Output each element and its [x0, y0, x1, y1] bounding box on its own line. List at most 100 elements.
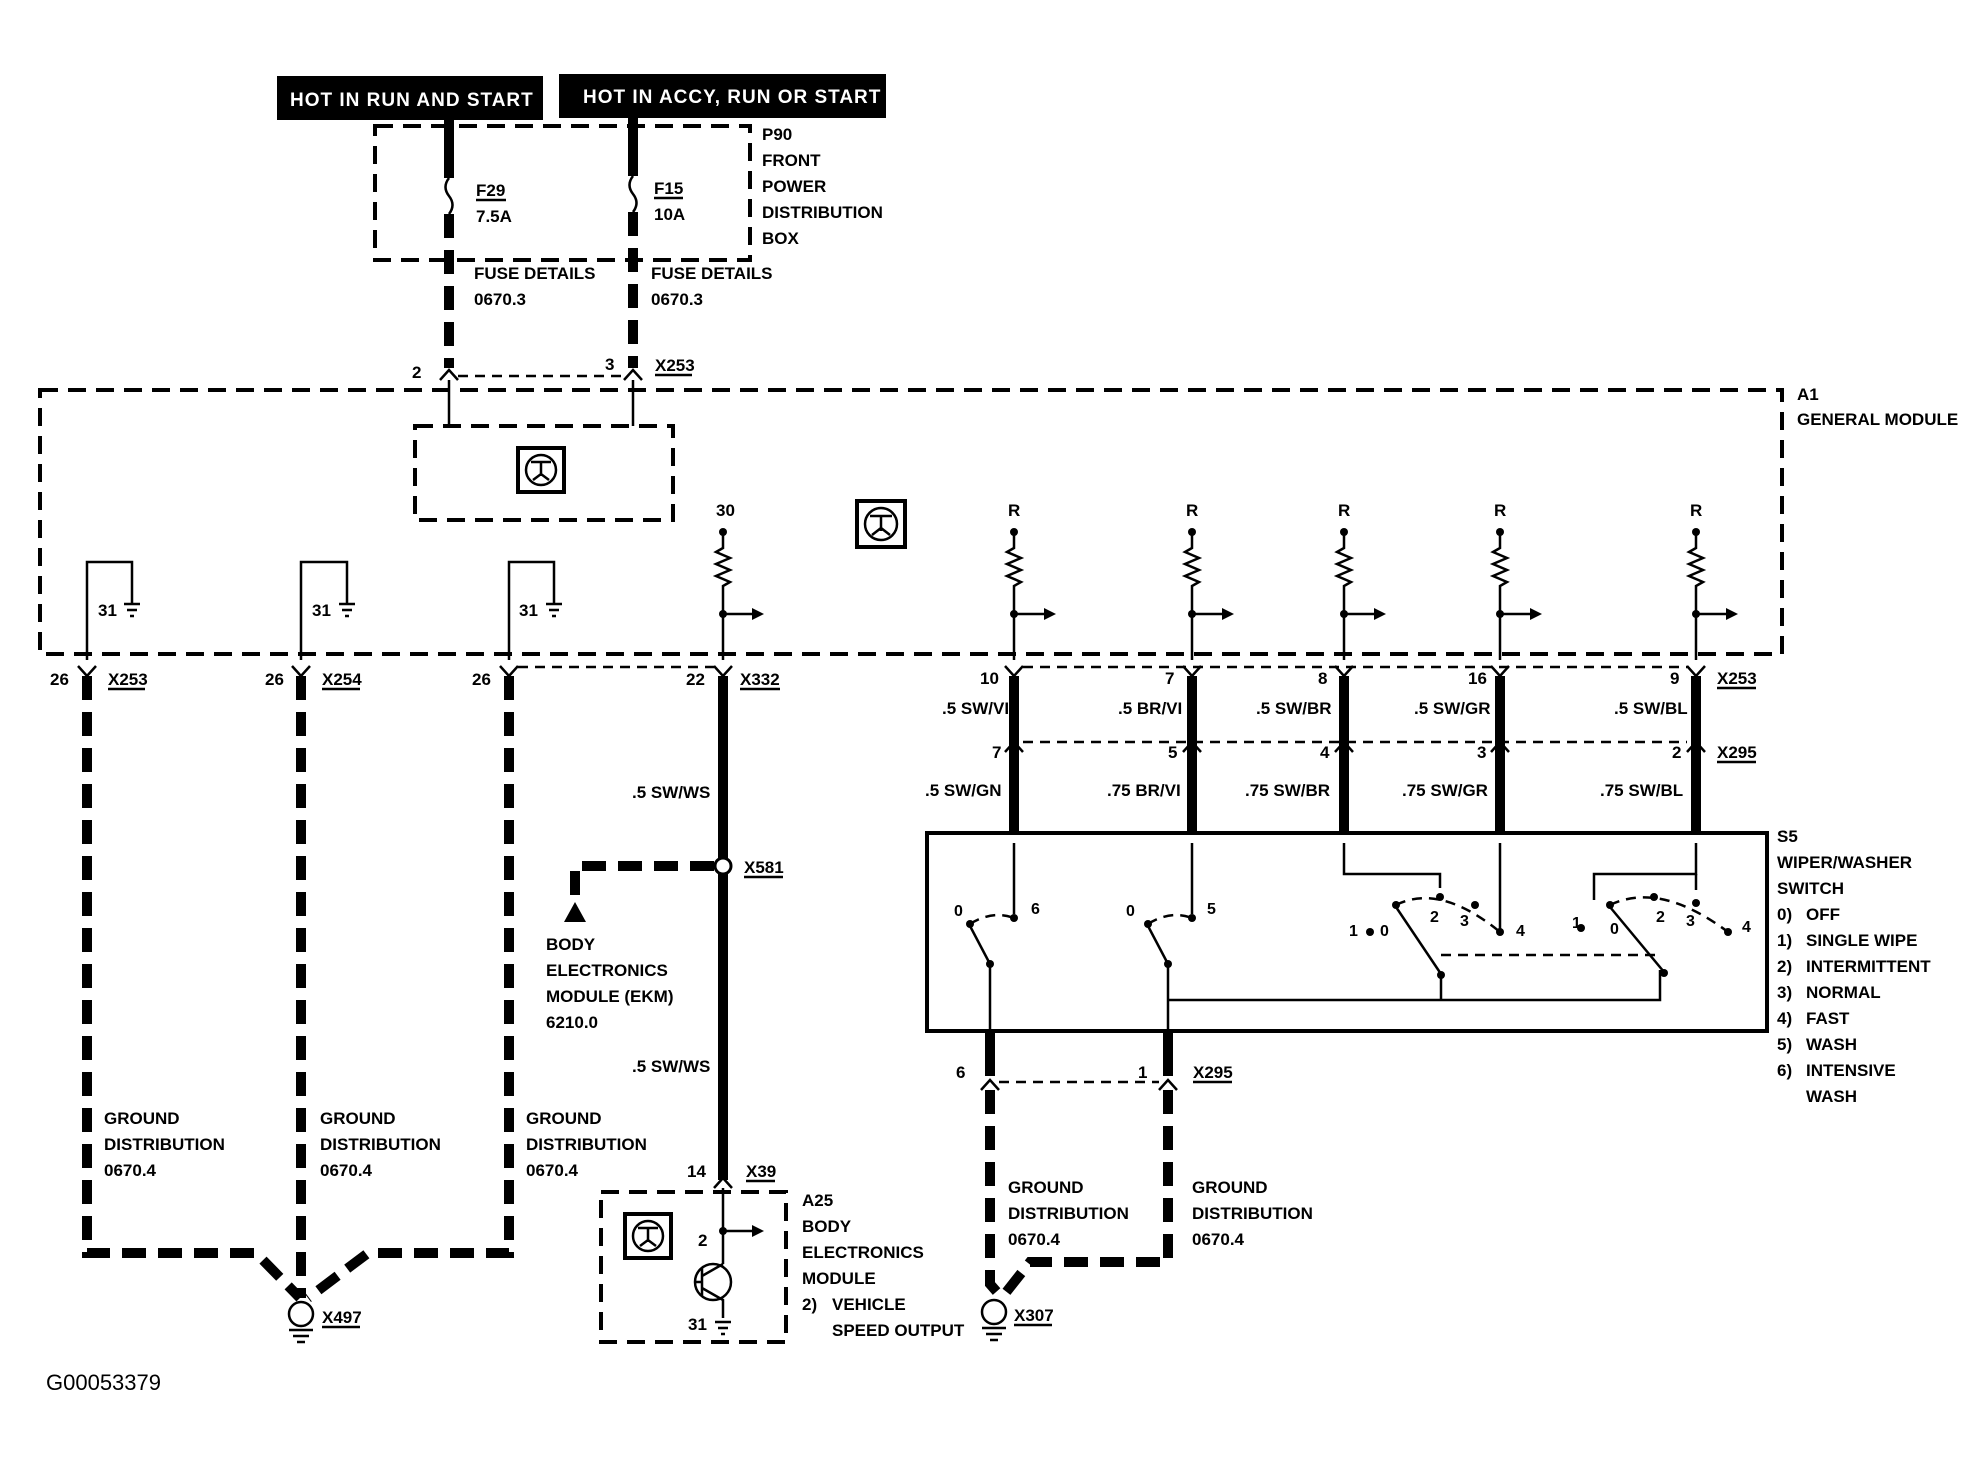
a25-id: A25	[802, 1191, 833, 1210]
pin-3b: 3	[1477, 743, 1486, 762]
f29-fuse-icon	[444, 177, 454, 215]
x39-label: X39	[746, 1162, 776, 1181]
legend-2-num: 2)	[1777, 957, 1792, 976]
ground-5-l2: DISTRIBUTION	[1192, 1204, 1313, 1223]
ground-1-l2: DISTRIBUTION	[104, 1135, 225, 1154]
legend-3-text: NORMAL	[1806, 983, 1881, 1002]
transistor-icon-1-circle	[524, 453, 558, 487]
a25-l3: MODULE	[802, 1269, 876, 1288]
ground-wire-5	[996, 1090, 1173, 1304]
pin-7b: 7	[992, 743, 1001, 762]
wire-sw-gr: .5 SW/GR	[1414, 699, 1491, 718]
wire-sw-bl75: .75 SW/BL	[1600, 781, 1683, 800]
wire-sw-gr75: .75 SW/GR	[1402, 781, 1488, 800]
wire-sw-gn: .5 SW/GN	[925, 781, 1002, 800]
npn-transistor-symbol	[694, 1262, 725, 1318]
legend-2-text: INTERMITTENT	[1806, 957, 1931, 976]
ground-2-l1: GROUND	[320, 1109, 396, 1128]
s5-d-1: 1	[1572, 915, 1581, 932]
a25-box	[599, 1190, 788, 1344]
ground-4-l2: DISTRIBUTION	[1008, 1204, 1129, 1223]
ekm-l3: MODULE (EKM)	[546, 987, 673, 1006]
s5-c-3: 3	[1460, 913, 1469, 930]
pin-26-a: 26	[50, 670, 69, 689]
legend-5-num: 5)	[1777, 1035, 1792, 1054]
pin-5: 5	[1168, 743, 1177, 762]
transistor-icon-2-circle	[863, 506, 899, 542]
a25-l4: VEHICLE	[832, 1295, 906, 1314]
pin-22: 22	[686, 670, 705, 689]
pin-26-c: 26	[472, 670, 491, 689]
pin-10: 10	[980, 669, 999, 688]
s5-a-0: 0	[954, 903, 963, 920]
s5-a-6: 6	[1031, 901, 1040, 918]
transistor-icon-2-symbol	[870, 514, 892, 536]
x307-ground-icon	[980, 1298, 1008, 1342]
p90-line1: FRONT	[762, 151, 821, 170]
resistor-r-4: R	[1489, 501, 1542, 660]
r-label-1: R	[1008, 501, 1020, 520]
header-left-bar	[277, 76, 543, 120]
transistor-icon-3-circle	[631, 1219, 665, 1253]
a25-l4-num: 2)	[802, 1295, 817, 1314]
header-right-label: HOT IN ACCY, RUN OR START	[583, 87, 881, 108]
ground-4-l1: GROUND	[1008, 1178, 1084, 1197]
ground-wire-4	[985, 1090, 1008, 1304]
legend-1-text: SINGLE WIPE	[1806, 931, 1917, 950]
wire-br-vi: .5 BR/VI	[1118, 699, 1182, 718]
x307-label: X307	[1014, 1306, 1054, 1325]
a25-l5: SPEED OUTPUT	[832, 1321, 965, 1340]
s5-b-0: 0	[1126, 903, 1135, 920]
resistor-r-3: R	[1333, 501, 1386, 660]
a1-general-module-box	[38, 388, 1784, 656]
ekm-l2: ELECTRONICS	[546, 961, 668, 980]
s5-name1: WIPER/WASHER	[1777, 853, 1912, 872]
ekm-arrow-icon	[564, 902, 586, 922]
ekm-branch-wire	[570, 861, 714, 904]
f29-id: F29	[476, 181, 505, 200]
legend-0-num: 0)	[1777, 905, 1792, 924]
resistor-30	[712, 532, 734, 614]
ground-3-l3: 0670.4	[526, 1161, 579, 1180]
pin-8: 8	[1318, 669, 1327, 688]
a25-pin31: 31	[688, 1315, 707, 1334]
x295-bottom-label: X295	[1193, 1063, 1233, 1082]
connector-3-icon	[623, 368, 643, 381]
x497-label: X497	[322, 1308, 362, 1327]
ground-1-l1: GROUND	[104, 1109, 180, 1128]
legend-6-text: INTENSIVE	[1806, 1061, 1896, 1080]
ground-2-l3: 0670.4	[320, 1161, 373, 1180]
x332-label: X332	[740, 670, 780, 689]
pin-4: 4	[1320, 743, 1330, 762]
x39-connector-icon	[713, 1176, 733, 1189]
x497-ground-icon	[287, 1300, 315, 1344]
pin-6: 6	[956, 1063, 965, 1082]
transistor-icon-2	[855, 499, 907, 549]
x295-top-label: X295	[1717, 743, 1757, 762]
pin-7: 7	[1165, 669, 1174, 688]
p90-box	[373, 124, 752, 262]
ground-1-l3: 0670.4	[104, 1161, 157, 1180]
resistor-r-1: R	[1003, 501, 1056, 660]
x254-label: X254	[322, 670, 362, 689]
s5-c-4: 4	[1516, 923, 1525, 940]
resistor-r-5: R	[1685, 501, 1738, 660]
transistor-icon-1	[516, 446, 566, 494]
s5-c-2: 2	[1430, 909, 1439, 926]
connector-2-icon	[439, 368, 459, 381]
f15-fuse-icon	[628, 175, 638, 213]
r-label-4: R	[1494, 501, 1506, 520]
ground-4-l3: 0670.4	[1008, 1230, 1061, 1249]
x253-right-label: X253	[1717, 669, 1757, 688]
f15-id: F15	[654, 179, 683, 198]
f15-rating: 10A	[654, 205, 685, 224]
f29-details1: FUSE DETAILS	[474, 264, 596, 283]
s5-d-4: 4	[1742, 919, 1751, 936]
x581-splice	[713, 856, 733, 876]
ground-31-label-3: 31	[519, 601, 538, 620]
s5-d-0: 0	[1610, 921, 1619, 938]
a1-ground-tap-1: 31	[85, 560, 140, 660]
pin-26-b: 26	[265, 670, 284, 689]
f15-details2: 0670.3	[651, 290, 703, 309]
legend-5-text: WASH	[1806, 1035, 1857, 1054]
